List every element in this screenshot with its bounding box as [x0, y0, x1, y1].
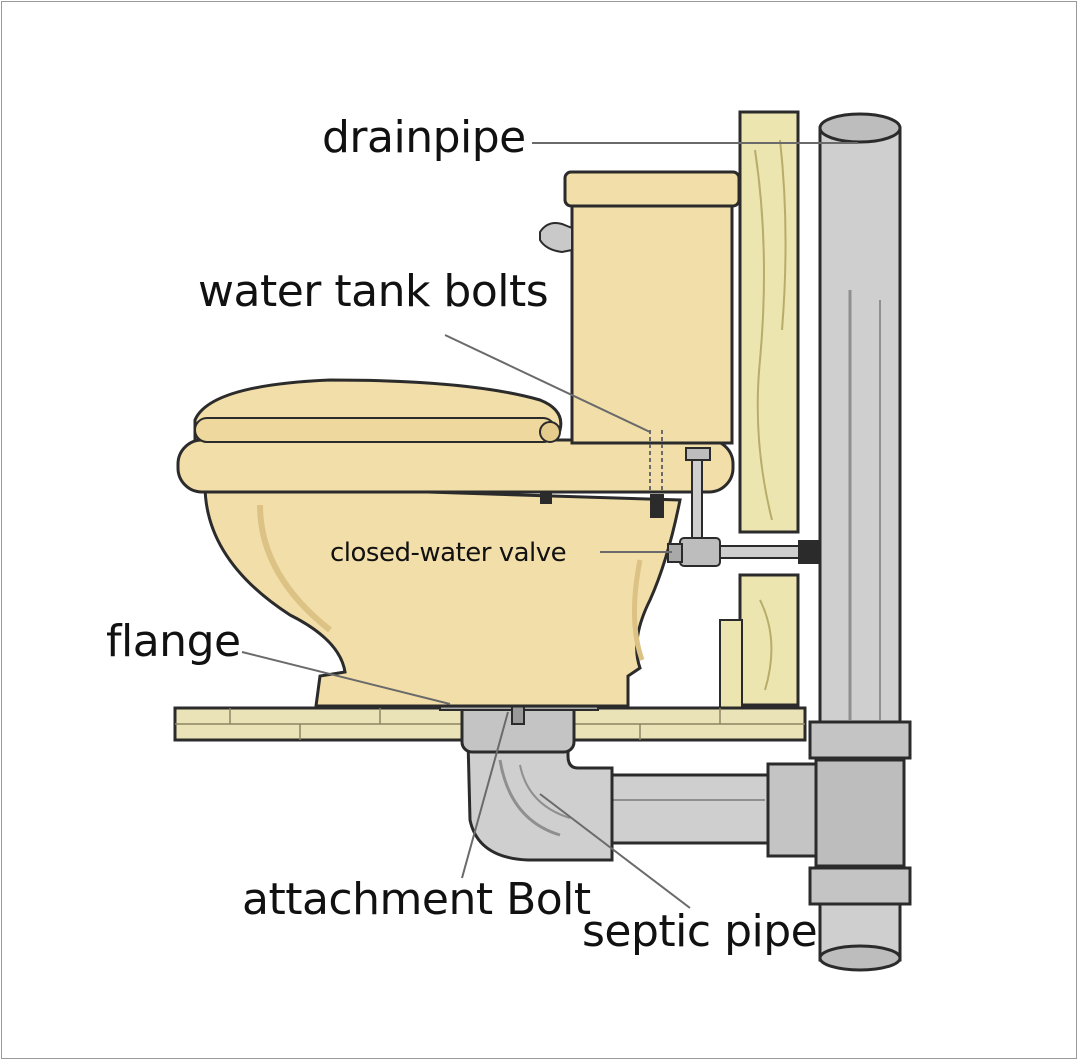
label-flange: flange	[106, 616, 241, 667]
label-septic-pipe: septic pipe	[582, 906, 818, 957]
label-drainpipe: drainpipe	[322, 112, 526, 163]
wall-stud-shape	[719, 110, 800, 711]
leader-water-tank-bolts	[444, 334, 651, 433]
closed-water-valve-shape	[667, 447, 820, 567]
leader-lines	[241, 142, 858, 909]
leader-flange	[241, 651, 451, 705]
leader-attachment-bolt	[461, 711, 509, 879]
label-closed-water-valve: closed-water valve	[330, 538, 567, 568]
leader-septic-pipe	[539, 793, 691, 909]
water-tank-shape	[539, 170, 741, 492]
drainpipe-shape	[808, 112, 912, 972]
toilet-bowl-shape	[176, 378, 735, 708]
septic-pipe-shape	[460, 698, 818, 862]
label-water-tank-bolts: water tank bolts	[198, 266, 549, 317]
label-attachment-bolt: attachment Bolt	[242, 874, 591, 925]
